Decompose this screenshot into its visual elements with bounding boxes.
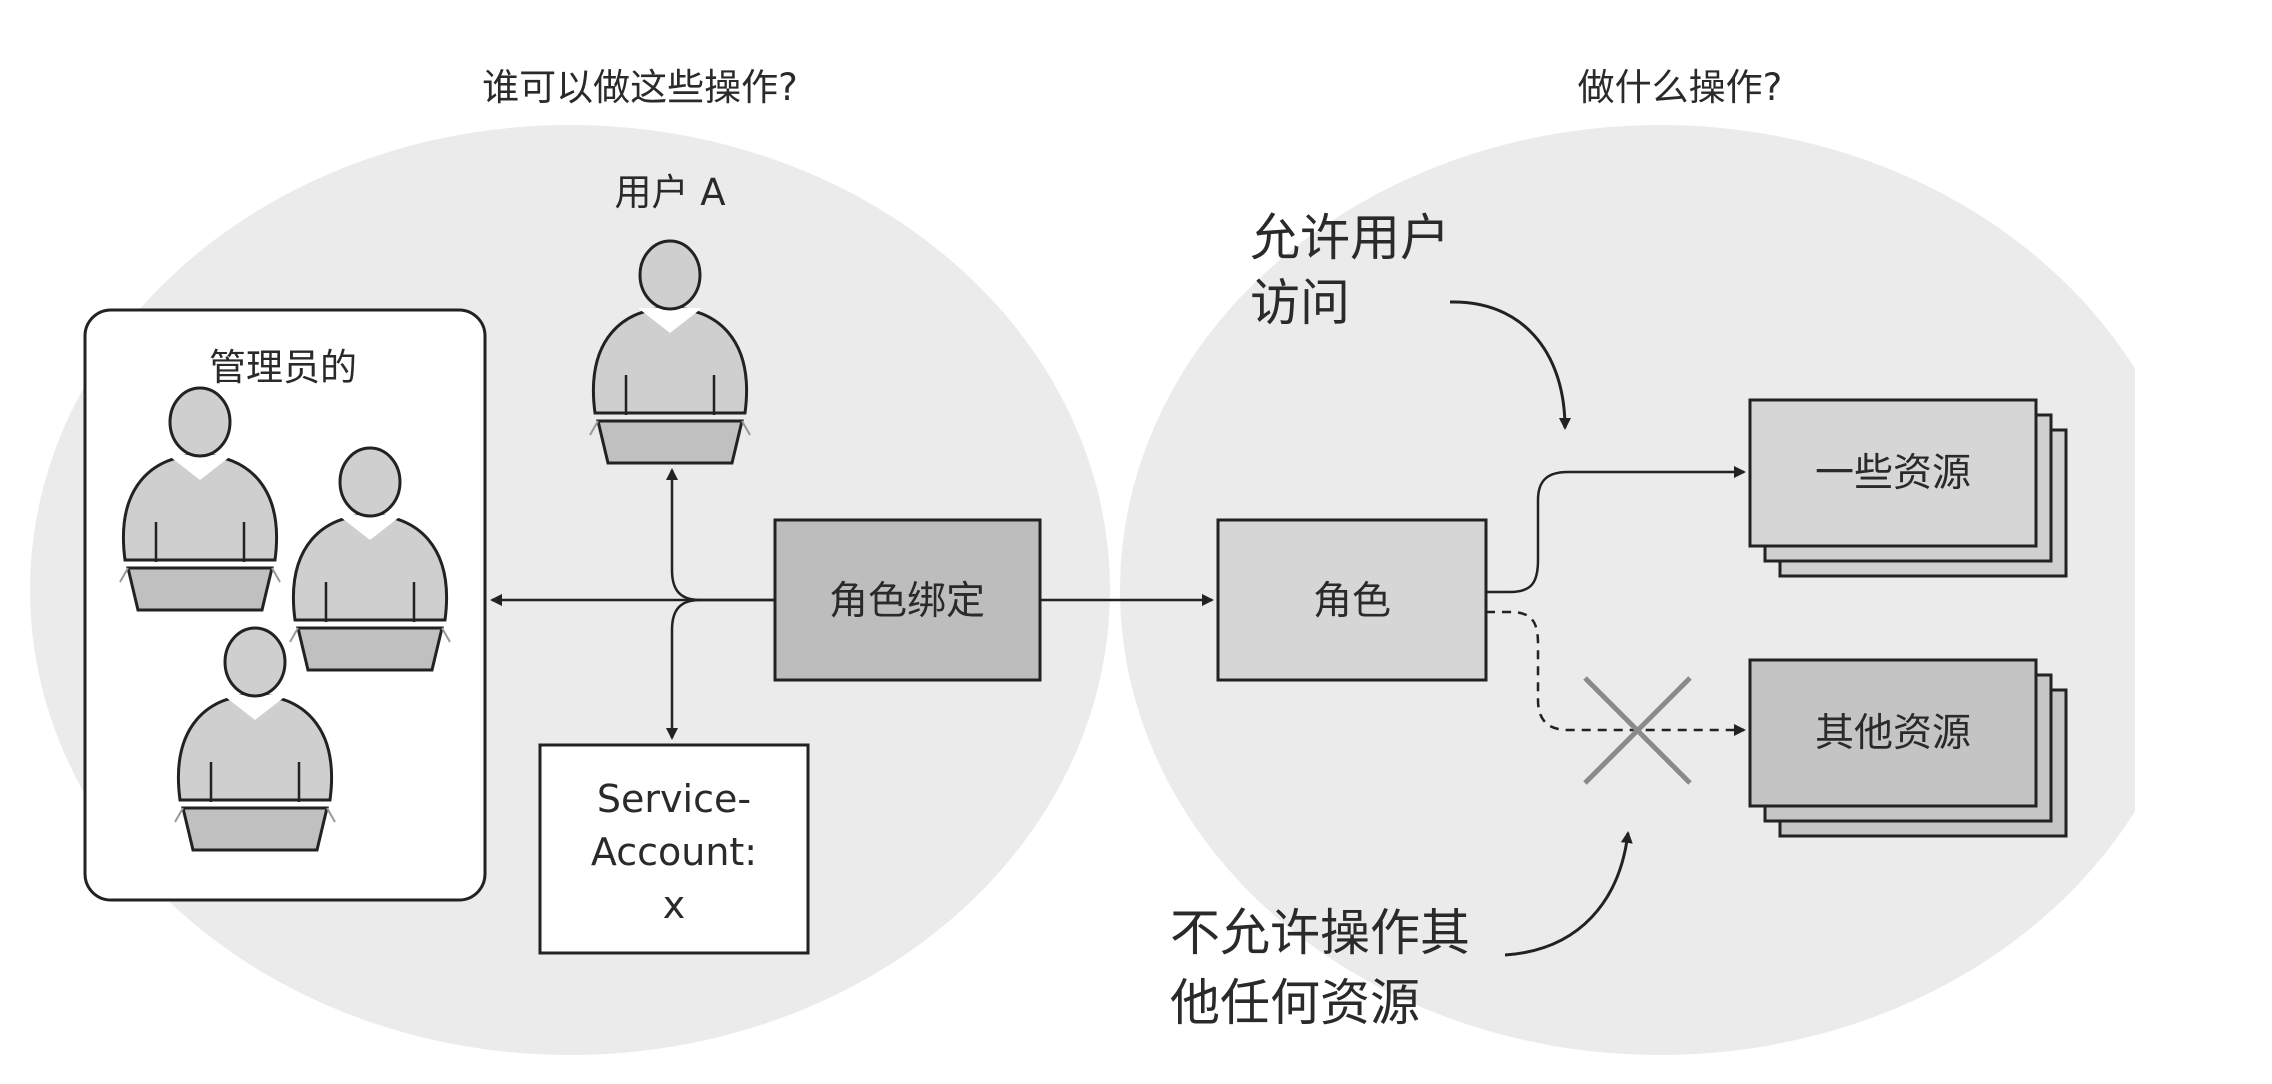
some-resources-label: 一些资源 — [1815, 451, 1971, 496]
role-binding-label: 角色绑定 — [829, 579, 985, 624]
other-resources-stack — [1748, 658, 2068, 838]
deny-note-line-1: 不允许操作其 — [1170, 904, 1470, 962]
deny-note-line-2: 他任何资源 — [1170, 974, 1420, 1032]
service-account-line-3: x — [663, 883, 686, 927]
allow-note-line-1: 允许用户 — [1250, 209, 1450, 267]
binding-to-service-account-arrow — [666, 598, 701, 740]
deny-note-pointer-arrow — [1504, 831, 1633, 957]
other-resources-label: 其他资源 — [1815, 711, 1971, 756]
role-box — [1216, 518, 1488, 682]
allow-note-pointer-arrow — [1449, 300, 1571, 430]
role-to-other-resources-arrow — [1486, 610, 1746, 736]
denied-x-icon — [1583, 676, 1692, 785]
service-account-line-2: Account: — [591, 830, 757, 874]
user-a-label: 用户 A — [614, 171, 725, 214]
some-resources-stack — [1748, 398, 2068, 578]
role-binding-box — [773, 518, 1042, 682]
allow-note-line-2: 访问 — [1250, 274, 1350, 332]
service-account-line-1: Service- — [597, 777, 751, 821]
what-heading: 做什么操作? — [1578, 66, 1783, 109]
role-label: 角色 — [1313, 579, 1391, 624]
role-to-some-resources-arrow — [1486, 466, 1746, 594]
service-account-box — [538, 743, 810, 955]
who-heading: 谁可以做这些操作? — [482, 66, 798, 109]
admins-label: 管理员的 — [209, 346, 357, 389]
